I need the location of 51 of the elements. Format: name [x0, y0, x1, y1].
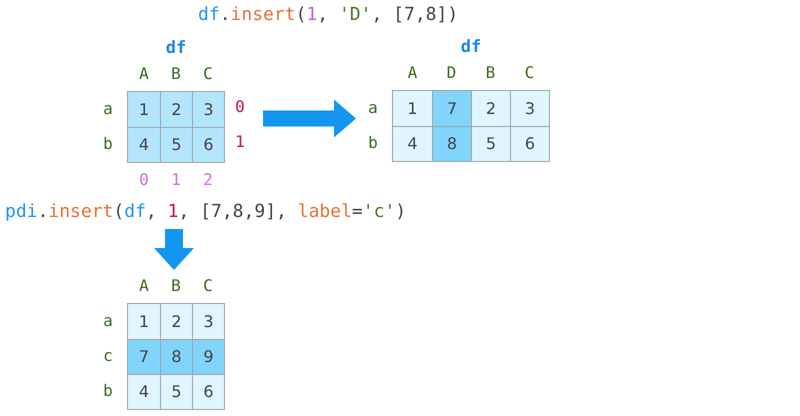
- row-label: a: [102, 99, 114, 119]
- table-cell: 8: [160, 339, 192, 374]
- table-cell: 5: [160, 127, 192, 162]
- code-line: df.insert(1, 'D', [7,8]): [198, 3, 458, 27]
- table-cell: 4: [128, 374, 160, 409]
- table-cell: 1: [393, 91, 432, 126]
- column-header: A: [406, 63, 418, 83]
- column-header: C: [524, 63, 536, 83]
- table-cell: 7: [128, 339, 160, 374]
- column-header: C: [202, 64, 214, 84]
- column-position-index: 1: [170, 170, 182, 190]
- table-cell: 9: [192, 339, 224, 374]
- table-title: df: [460, 37, 482, 57]
- table-cell: 4: [128, 127, 160, 162]
- table-cell: 6: [510, 126, 549, 161]
- column-header: A: [138, 276, 150, 296]
- row-label: a: [102, 311, 114, 331]
- column-header: B: [170, 276, 182, 296]
- table-cell: 2: [471, 91, 510, 126]
- row-label: b: [367, 133, 379, 153]
- code-line: pdi.insert(df, 1, [7,8,9], label='c'): [5, 199, 406, 225]
- table-cell: 4: [393, 126, 432, 161]
- table-cell: 3: [192, 304, 224, 339]
- column-header: B: [170, 64, 182, 84]
- column-position-index: 2: [202, 170, 214, 190]
- column-header: C: [202, 276, 214, 296]
- block-arrow: [263, 100, 356, 138]
- table-cell: 2: [160, 304, 192, 339]
- column-header: D: [446, 63, 458, 83]
- table-cell: 8: [432, 126, 471, 161]
- row-label: b: [102, 381, 114, 401]
- row-label: b: [102, 134, 114, 154]
- column-header: A: [138, 64, 150, 84]
- row-label: c: [102, 346, 114, 366]
- row-position-index: 0: [234, 97, 246, 117]
- table-cell: 7: [432, 91, 471, 126]
- table-cell: 6: [192, 374, 224, 409]
- table-cell: 5: [471, 126, 510, 161]
- column-header: B: [484, 63, 496, 83]
- row-label: a: [367, 98, 379, 118]
- column-position-index: 0: [138, 170, 150, 190]
- table-title: df: [164, 38, 188, 58]
- table-cell: 1: [128, 92, 160, 127]
- table-cell: 3: [192, 92, 224, 127]
- table-cell: 2: [160, 92, 192, 127]
- table-cell: 5: [160, 374, 192, 409]
- block-arrow: [154, 229, 194, 270]
- table-cell: 3: [510, 91, 549, 126]
- row-position-index: 1: [234, 132, 246, 152]
- table-cell: 6: [192, 127, 224, 162]
- table-cell: 1: [128, 304, 160, 339]
